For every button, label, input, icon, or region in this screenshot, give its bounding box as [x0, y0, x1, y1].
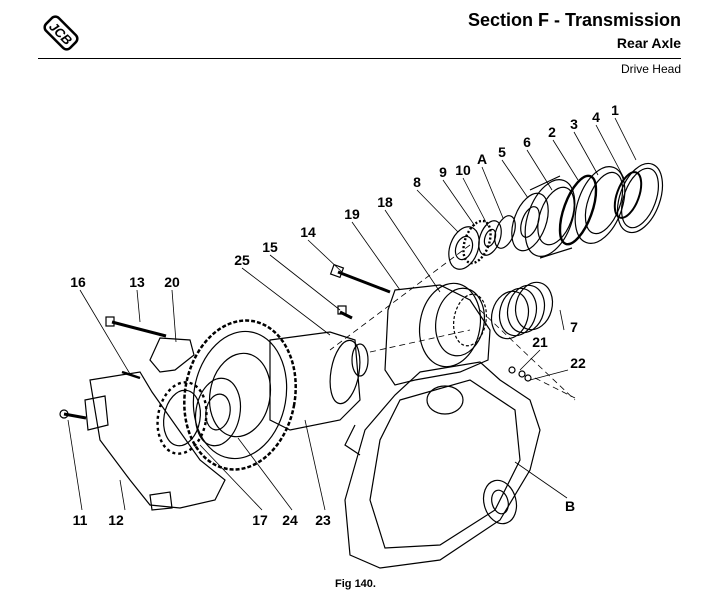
callout-5: 5 — [498, 144, 506, 160]
part-24-bearing — [194, 377, 242, 447]
part-6-bearing — [524, 175, 576, 259]
callout-22: 22 — [570, 355, 586, 371]
part-4-ring — [613, 171, 643, 219]
part-12-cover-plate — [84, 371, 226, 511]
callout-7: 7 — [570, 319, 578, 335]
callout-13: 13 — [129, 274, 145, 290]
header-rule — [38, 58, 681, 59]
callout-b: B — [565, 498, 575, 514]
part-b-axle-housing — [344, 361, 541, 569]
callout-23: 23 — [315, 512, 331, 528]
callout-2: 2 — [548, 124, 556, 140]
part-8-bearing — [448, 226, 480, 270]
callout-11: 11 — [73, 512, 88, 528]
part-14-bolt — [329, 263, 391, 294]
assembly-centre-lines — [329, 244, 576, 401]
callout-8: 8 — [413, 174, 421, 190]
callout-25: 25 — [234, 252, 250, 268]
callout-12: 12 — [108, 512, 124, 528]
part-13-bolt — [105, 316, 167, 338]
part-2-ring — [558, 174, 598, 246]
jcb-logo: JCB — [43, 15, 79, 51]
callout-18: 18 — [377, 194, 393, 210]
part-11-bolt — [59, 409, 87, 420]
callout-16: 16 — [70, 274, 86, 290]
part-5-bearing-cone — [511, 192, 549, 252]
callout-10: 10 — [455, 162, 471, 178]
part-15-bolt — [337, 305, 353, 320]
callout-1: 1 — [611, 102, 619, 118]
callout-a: A — [477, 151, 487, 167]
part-25-crown-wheel — [183, 319, 297, 471]
leader-lines — [67, 117, 637, 511]
part-23-differential-case — [269, 331, 369, 431]
part-7-springs — [490, 281, 554, 340]
callout-20: 20 — [164, 274, 180, 290]
callout-21: 21 — [532, 334, 548, 350]
callout-3: 3 — [570, 116, 578, 132]
callout-6: 6 — [523, 134, 531, 150]
part-3-bearing-cup — [574, 166, 626, 244]
part-20-bracket — [149, 337, 195, 373]
section-title: Section F - Transmission — [467, 10, 681, 30]
part-a-shim — [494, 215, 516, 249]
part-21-22-fasteners — [508, 366, 532, 382]
callout-15: 15 — [262, 239, 278, 255]
callout-24: 24 — [282, 512, 298, 528]
page-topic: Drive Head — [620, 62, 681, 76]
part-18-19-diff-lock-housing — [384, 282, 491, 386]
part-16-pin — [121, 370, 141, 380]
callout-17: 17 — [252, 512, 268, 528]
callout-14: 14 — [300, 224, 316, 240]
callout-4: 4 — [592, 109, 600, 125]
callout-9: 9 — [439, 164, 447, 180]
part-9-bearing-cage — [462, 219, 492, 265]
page-subtitle: Rear Axle — [616, 35, 681, 51]
figure-caption: Fig 140. — [335, 578, 376, 590]
callout-19: 19 — [344, 206, 360, 222]
